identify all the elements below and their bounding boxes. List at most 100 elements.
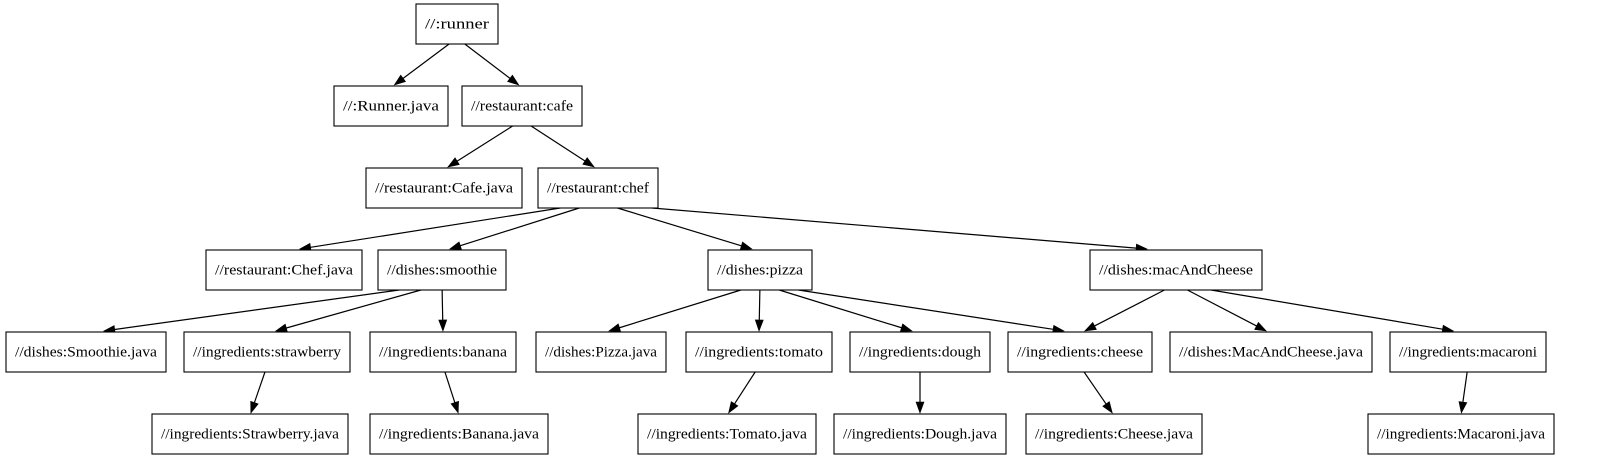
graph-edge-arrowhead bbox=[448, 241, 462, 250]
graph-node-box[interactable] bbox=[333, 85, 449, 127]
graph-node-label: //dishes:Pizza.java bbox=[545, 344, 657, 360]
graph-edge bbox=[619, 289, 742, 329]
graph-node-dishes_pizza[interactable]: //dishes:pizza bbox=[707, 249, 813, 291]
graph-node-label: //dishes:macAndCheese bbox=[1099, 262, 1253, 278]
graph-edge bbox=[530, 125, 586, 162]
graph-node-label: //dishes:MacAndCheese.java bbox=[1179, 344, 1363, 360]
graph-edge bbox=[456, 125, 513, 162]
graph-edge bbox=[758, 289, 761, 321]
graph-node-ing_tomato[interactable]: //ingredients:tomato bbox=[685, 331, 833, 373]
graph-node-restaurant_chef[interactable]: //restaurant:chef bbox=[537, 167, 659, 209]
graph-node-label: //restaurant:Cafe.java bbox=[375, 180, 513, 196]
graph-node-dough_java[interactable]: //ingredients:Dough.java bbox=[833, 413, 1007, 455]
graph-node-smoothie_java[interactable]: //dishes:Smoothie.java bbox=[5, 331, 167, 373]
graph-node-box[interactable] bbox=[1025, 413, 1203, 455]
graph-node-box[interactable] bbox=[151, 413, 349, 455]
graph-edge-arrowhead bbox=[899, 323, 913, 332]
graph-node-box[interactable] bbox=[707, 249, 813, 291]
graph-edge-arrowhead bbox=[274, 323, 288, 333]
graph-node-box[interactable] bbox=[685, 331, 833, 373]
graph-node-ing_banana[interactable]: //ingredients:banana bbox=[369, 331, 517, 373]
graph-node-box[interactable] bbox=[1089, 249, 1263, 291]
graph-edge bbox=[651, 207, 1137, 249]
graph-edge bbox=[464, 43, 511, 79]
graph-edge-arrowhead bbox=[438, 319, 448, 332]
graph-node-cafe_java[interactable]: //restaurant:Cafe.java bbox=[365, 167, 523, 209]
graph-edge bbox=[114, 289, 400, 331]
graph-edge-arrowhead bbox=[1084, 321, 1097, 332]
graph-edge-arrowhead bbox=[608, 323, 622, 332]
graph-node-macandcheese_java[interactable]: //dishes:MacAndCheese.java bbox=[1169, 331, 1373, 373]
graph-node-label: //:Runner.java bbox=[343, 98, 439, 114]
graph-node-label: //ingredients:tomato bbox=[695, 344, 823, 360]
graph-node-box[interactable] bbox=[461, 85, 583, 127]
graph-node-box[interactable] bbox=[535, 331, 667, 373]
graph-edge bbox=[798, 289, 1054, 330]
graph-edge bbox=[253, 371, 266, 403]
graph-node-box[interactable] bbox=[637, 413, 817, 455]
graph-node-restaurant_cafe[interactable]: //restaurant:cafe bbox=[461, 85, 583, 127]
graph-node-tomato_java[interactable]: //ingredients:Tomato.java bbox=[637, 413, 817, 455]
graph-node-box[interactable] bbox=[369, 413, 549, 455]
graph-edge-arrowhead bbox=[507, 74, 520, 86]
graph-edge-arrowhead bbox=[250, 400, 259, 414]
graph-node-label: //ingredients:Cheese.java bbox=[1035, 426, 1193, 442]
graph-node-ing_cheese[interactable]: //ingredients:cheese bbox=[1007, 331, 1153, 373]
graph-node-label: //ingredients:Macaroni.java bbox=[1377, 426, 1545, 442]
graph-node-cheese_java[interactable]: //ingredients:Cheese.java bbox=[1025, 413, 1203, 455]
graph-node-strawberry_java[interactable]: //ingredients:Strawberry.java bbox=[151, 413, 349, 455]
graph-edge-arrowhead bbox=[393, 74, 406, 86]
graph-node-ing_strawberry[interactable]: //ingredients:strawberry bbox=[183, 331, 351, 373]
graph-node-box[interactable] bbox=[849, 331, 991, 373]
graph-node-box[interactable] bbox=[365, 167, 523, 209]
graph-node-box[interactable] bbox=[1389, 331, 1547, 373]
graph-edge bbox=[441, 289, 444, 321]
graph-node-box[interactable] bbox=[833, 413, 1007, 455]
graph-edge bbox=[286, 289, 422, 329]
graph-node-macaroni_java[interactable]: //ingredients:Macaroni.java bbox=[1367, 413, 1555, 455]
graph-node-label: //ingredients:Banana.java bbox=[379, 426, 539, 442]
graph-node-chef_java[interactable]: //restaurant:Chef.java bbox=[205, 249, 363, 291]
graph-node-box[interactable] bbox=[377, 249, 507, 291]
graph-node-box[interactable] bbox=[5, 331, 167, 373]
graph-edge bbox=[779, 289, 902, 329]
graph-edge bbox=[1210, 289, 1443, 330]
graph-node-runner_java[interactable]: //:Runner.java bbox=[333, 85, 449, 127]
graph-node-label: //restaurant:Chef.java bbox=[215, 262, 353, 278]
graph-node-label: //restaurant:cafe bbox=[471, 98, 573, 114]
graph-node-box[interactable] bbox=[537, 167, 659, 209]
graph-node-box[interactable] bbox=[1007, 331, 1153, 373]
graph-node-box[interactable] bbox=[1169, 331, 1373, 373]
graph-node-box[interactable] bbox=[1367, 413, 1555, 455]
graph-node-box[interactable] bbox=[183, 331, 351, 373]
graph-node-label: //ingredients:cheese bbox=[1017, 344, 1143, 360]
nodes-layer: //:runner //:Runner.java //restaurant:cafe… bbox=[5, 3, 1555, 455]
graph-edge bbox=[1462, 371, 1468, 403]
graph-edge bbox=[1083, 371, 1107, 405]
graph-node-label: //dishes:smoothie bbox=[387, 262, 497, 278]
graph-edge-arrowhead bbox=[754, 319, 764, 332]
graph-edge bbox=[1094, 289, 1165, 327]
graph-node-box[interactable] bbox=[205, 249, 363, 291]
graph-node-label: //restaurant:chef bbox=[547, 180, 649, 196]
graph-node-dishes_macandcheese[interactable]: //dishes:macAndCheese bbox=[1089, 249, 1263, 291]
graph-node-runner[interactable]: //:runner bbox=[415, 3, 499, 45]
graph-node-label: //ingredients:strawberry bbox=[193, 344, 342, 360]
graph-node-dishes_smoothie[interactable]: //dishes:smoothie bbox=[377, 249, 507, 291]
edges-layer bbox=[102, 43, 1468, 414]
graph-edge-arrowhead bbox=[447, 157, 460, 168]
graph-node-ing_macaroni[interactable]: //ingredients:macaroni bbox=[1389, 331, 1547, 373]
graph-node-ing_dough[interactable]: //ingredients:dough bbox=[849, 331, 991, 373]
graph-node-label: //ingredients:Dough.java bbox=[843, 426, 997, 442]
graph-node-box[interactable] bbox=[415, 3, 499, 45]
graph-edge-arrowhead bbox=[1102, 401, 1113, 414]
graph-node-pizza_java[interactable]: //dishes:Pizza.java bbox=[535, 331, 667, 373]
graph-node-banana_java[interactable]: //ingredients:Banana.java bbox=[369, 413, 549, 455]
graph-node-box[interactable] bbox=[369, 331, 517, 373]
graph-edge bbox=[402, 43, 450, 79]
graph-edge bbox=[1187, 289, 1257, 327]
graph-edge-arrowhead bbox=[739, 241, 753, 250]
graph-edge-arrowhead bbox=[582, 157, 595, 168]
